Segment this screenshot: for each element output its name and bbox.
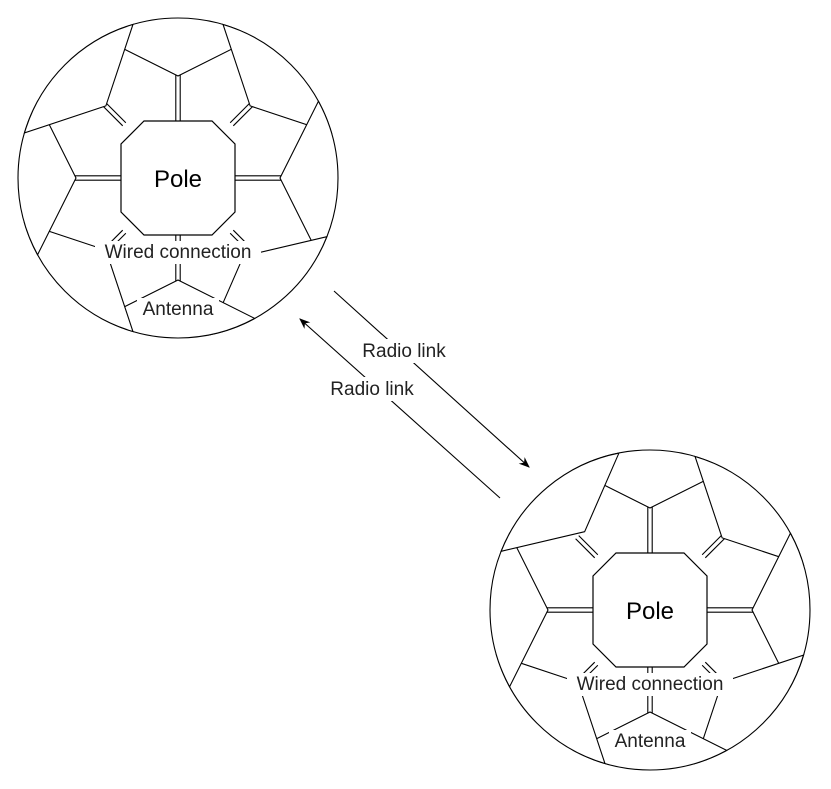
wired-connection-label-2: Wired connection xyxy=(577,674,724,695)
antenna-label-1: Antenna xyxy=(143,299,214,320)
wire-2-7 xyxy=(575,535,599,559)
antenna-label-2: Antenna xyxy=(615,731,686,752)
radio-link-label-1: Radio link xyxy=(362,341,446,362)
wire-1-1 xyxy=(229,103,253,127)
pole-label-2: Pole xyxy=(626,598,674,625)
pole-1[interactable] xyxy=(120,120,236,236)
wire-2-0 xyxy=(647,507,653,555)
antenna-2-7[interactable] xyxy=(500,452,620,553)
wire-1-6 xyxy=(75,175,123,181)
wire-2-6 xyxy=(547,607,595,613)
wire-2-2 xyxy=(705,607,753,613)
pole-label-1: Pole xyxy=(154,166,202,193)
wire-1-2 xyxy=(233,175,281,181)
antenna-1-2[interactable] xyxy=(279,100,339,256)
wire-2-1 xyxy=(701,535,725,559)
radio-link-2[interactable] xyxy=(299,318,501,499)
radio-link-1[interactable] xyxy=(333,290,530,468)
antenna-2-6[interactable] xyxy=(489,532,549,688)
wire-1-7 xyxy=(103,103,127,127)
radio-link-label-2: Radio link xyxy=(330,379,414,400)
antenna-1-7[interactable] xyxy=(23,23,134,134)
wire-1-0 xyxy=(175,75,181,123)
pole-2[interactable] xyxy=(592,552,708,668)
wired-connection-label-1: Wired connection xyxy=(105,242,252,263)
